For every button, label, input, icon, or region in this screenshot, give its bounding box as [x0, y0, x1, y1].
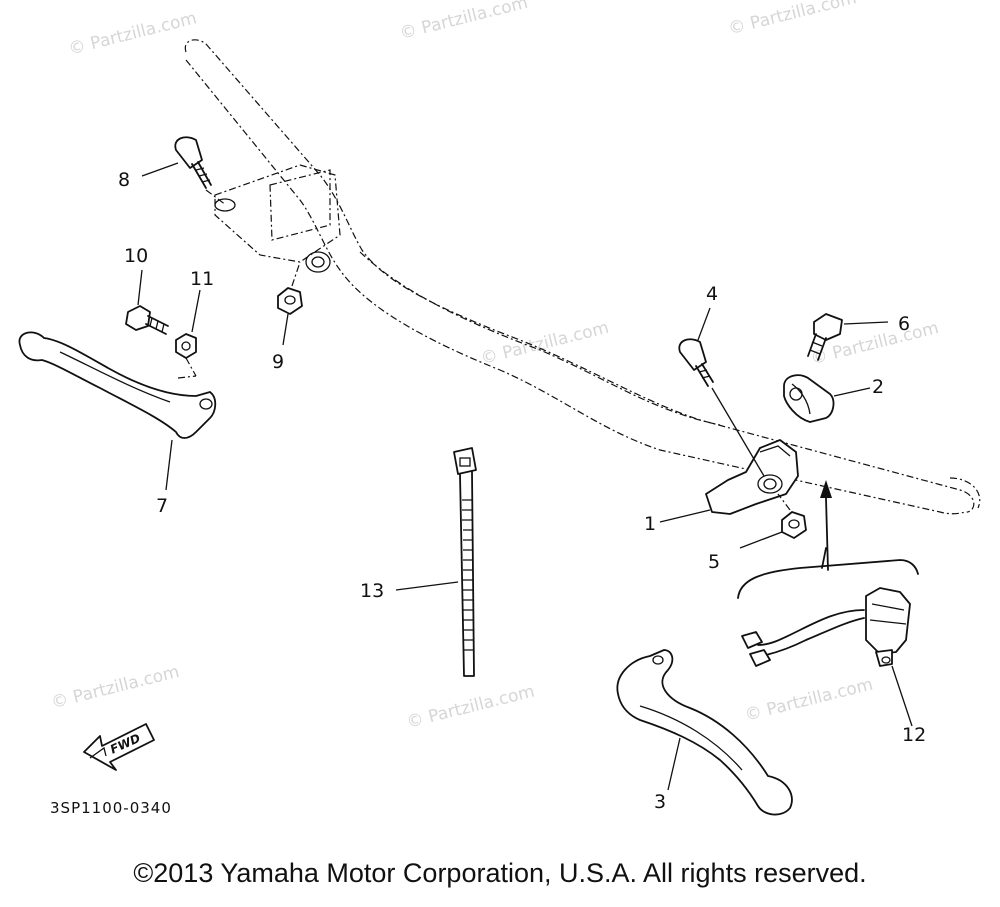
- part-5-nut: [739, 493, 807, 549]
- part-3-clutch-lever: [616, 649, 793, 816]
- part-12-switch: [737, 480, 919, 727]
- handlebar: [184, 39, 981, 515]
- callout-11: 11: [190, 268, 214, 290]
- diagram-code: 3SP1100-0340: [50, 799, 172, 817]
- watermark: © Partzilla.com: [405, 682, 537, 733]
- callout-5: 5: [708, 551, 720, 573]
- callout-7: 7: [156, 495, 168, 517]
- callout-12: 12: [902, 724, 926, 746]
- part-2-clamp: [783, 374, 871, 423]
- part-9-nut: [277, 261, 303, 346]
- watermark: © Partzilla.com: [743, 675, 875, 726]
- callout-6: 6: [898, 313, 910, 335]
- callout-10: 10: [124, 245, 148, 267]
- copyright-notice: ©2013 Yamaha Motor Corporation, U.S.A. A…: [133, 858, 867, 888]
- watermark: © Partzilla.com: [49, 662, 181, 713]
- callout-1: 1: [644, 513, 656, 535]
- callout-8: 8: [118, 169, 130, 191]
- part-8-bolt: [141, 136, 227, 206]
- master-cylinder: [214, 164, 341, 273]
- callout-labels: 8 10 11 9 7 4 6 2 1 5 13 12 3: [118, 169, 926, 813]
- watermark: © Partzilla.com: [67, 8, 199, 59]
- callout-2: 2: [872, 376, 884, 398]
- part-11-nut: [175, 289, 201, 379]
- part-1-lever-holder: [659, 439, 799, 523]
- part-7-brake-lever: [18, 331, 217, 491]
- diagram-canvas: © Partzilla.com © Partzilla.com © Partzi…: [18, 0, 981, 817]
- part-6-bolt: [807, 313, 889, 361]
- part-10-bolt: [125, 269, 169, 335]
- callout-3: 3: [654, 791, 666, 813]
- watermark: © Partzilla.com: [479, 318, 611, 369]
- watermark: © Partzilla.com: [398, 0, 530, 44]
- watermark: © Partzilla.com: [726, 0, 858, 39]
- callout-13: 13: [360, 580, 384, 602]
- callout-4: 4: [706, 283, 718, 305]
- part-4-bolt: [678, 307, 765, 477]
- part-13-cable-tie: [395, 447, 477, 677]
- fwd-arrow-icon: FWD: [83, 723, 155, 771]
- callout-9: 9: [272, 351, 284, 373]
